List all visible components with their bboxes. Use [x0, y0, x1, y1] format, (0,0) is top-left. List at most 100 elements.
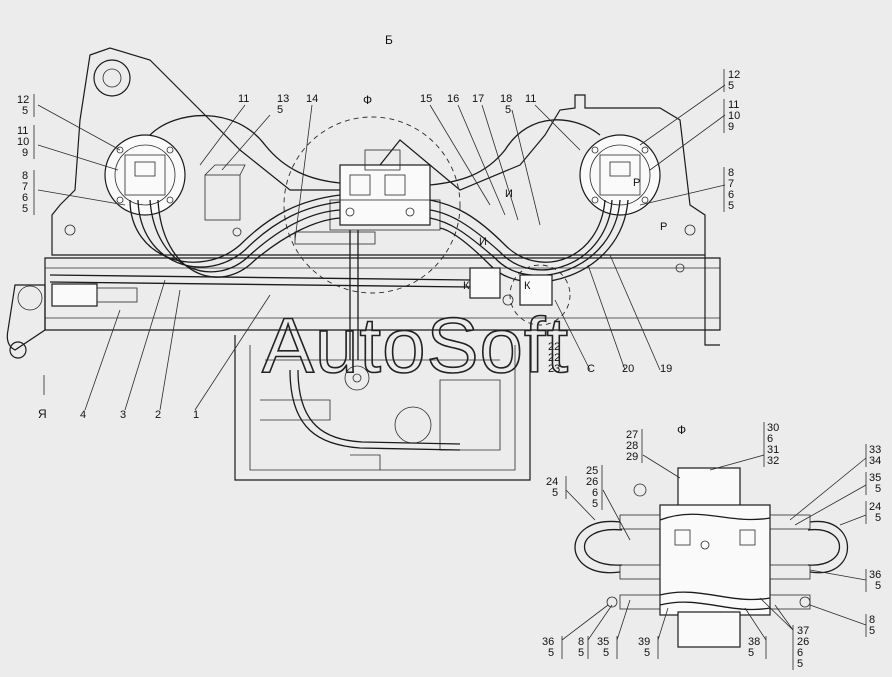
detail-38: 38: [748, 636, 760, 648]
right-hydraulic-motor: [579, 134, 661, 216]
callout-20: 20: [622, 363, 634, 375]
left-stack-c-0: 8: [22, 170, 28, 182]
callout-5b: 5: [505, 104, 511, 116]
detail-5f: 5: [869, 625, 875, 637]
detail-31: 31: [767, 444, 779, 456]
hose-lines: [49, 114, 629, 451]
detail-26: 26: [586, 476, 598, 488]
left-stack-a-0: 12: [17, 94, 29, 106]
callout-4: 4: [80, 409, 86, 421]
callout-5a: 5: [277, 104, 283, 116]
detail-6a: 6: [767, 433, 773, 445]
left-stack-a-1: 5: [22, 105, 28, 117]
right-stack-a-0: 12: [728, 69, 740, 81]
detail-5g: 5: [548, 647, 554, 659]
central-valve-block: [294, 149, 441, 245]
detail-26b: 26: [797, 636, 809, 648]
detail-6c: 6: [797, 647, 803, 659]
detail-5c: 5: [875, 483, 881, 495]
section-mark-f-top: Ф: [363, 93, 372, 107]
valve-letter-p2: Р: [660, 221, 667, 233]
detail-24b: 24: [869, 501, 881, 513]
right-stack-c-2: 6: [728, 189, 734, 201]
detail-37: 37: [797, 625, 809, 637]
right-motor-callouts: 12 5 11 10 9 8 7 6 5: [723, 69, 740, 212]
callout-1: 1: [193, 409, 199, 421]
detail-29: 29: [626, 451, 638, 463]
callout-15: 15: [420, 93, 432, 105]
left-hydraulic-motor: [104, 134, 246, 221]
valve-letter-k2: К: [524, 280, 531, 292]
detail-36b: 36: [542, 636, 554, 648]
detail-34: 34: [869, 455, 881, 467]
section-mark-f-detail: Ф: [677, 423, 686, 437]
right-stack-b-0: 11: [728, 99, 739, 111]
main-callouts: 1 2 3 4 11 13 5 14 15 16 17 18 5 11 19 2…: [80, 93, 672, 421]
detail-5k: 5: [748, 647, 754, 659]
detail-f-view: [574, 467, 848, 648]
callout-23: 23: [548, 363, 560, 375]
right-stack-c-1: 7: [728, 178, 734, 190]
detail-28: 28: [626, 440, 638, 452]
left-stack-c-3: 5: [22, 203, 28, 215]
right-stack-a-1: 5: [728, 80, 734, 92]
detail-5d: 5: [875, 512, 881, 524]
detail-5l: 5: [797, 658, 803, 670]
right-stack-c-3: 5: [728, 200, 734, 212]
detail-33: 33: [869, 444, 881, 456]
leader-lines: [37, 84, 726, 411]
left-stack-b-1: 10: [17, 136, 29, 148]
detail-5h: 5: [578, 647, 584, 659]
detail-36a: 36: [869, 569, 881, 581]
detail-24a: 24: [546, 476, 558, 488]
section-mark-b: Б: [385, 33, 393, 47]
main-frame: [6, 47, 721, 481]
detail-8a: 8: [869, 614, 875, 626]
k-valves: [469, 267, 553, 306]
detail-32: 32: [767, 455, 779, 467]
left-stack-c-2: 6: [22, 192, 28, 204]
detail-8b: 8: [578, 636, 584, 648]
callout-18: 18: [500, 93, 512, 105]
callout-22b: 22: [548, 352, 560, 364]
callout-13: 13: [277, 93, 289, 105]
detail-25: 25: [586, 465, 598, 477]
detail-callouts: 27 28 29 30 6 31 32 25 26 6 5 24 5 33 34…: [542, 422, 881, 670]
callout-2: 2: [155, 409, 161, 421]
detail-5e: 5: [875, 580, 881, 592]
valve-letter-k1: К: [463, 280, 470, 292]
left-motor-callouts: 12 5 11 10 9 8 7 6 5: [17, 94, 35, 215]
right-stack-c-0: 8: [728, 167, 734, 179]
callout-22a: 22: [548, 341, 560, 353]
detail-6b: 6: [592, 487, 598, 499]
callout-11a: 11: [238, 93, 249, 105]
callout-14: 14: [306, 93, 318, 105]
detail-5j: 5: [644, 647, 650, 659]
callout-16: 16: [447, 93, 459, 105]
autosoft-watermark: AutoSoft: [262, 301, 569, 389]
callout-17: 17: [472, 93, 484, 105]
callout-19: 19: [660, 363, 672, 375]
left-stack-c-1: 7: [22, 181, 28, 193]
hydraulic-cylinder-4: [17, 283, 138, 311]
valve-letter-p1: Р: [633, 177, 640, 189]
detail-35b: 35: [597, 636, 609, 648]
right-stack-b-1: 10: [728, 110, 740, 122]
detail-5a: 5: [592, 498, 598, 510]
detail-circle-f: [283, 116, 461, 294]
left-stack-b-2: 9: [22, 147, 28, 159]
right-stack-b-2: 9: [728, 121, 734, 133]
section-mark-i-left: И: [505, 188, 513, 200]
left-stack-b-0: 11: [17, 125, 28, 137]
detail-5b: 5: [552, 487, 558, 499]
detail-5i: 5: [603, 647, 609, 659]
detail-35a: 35: [869, 472, 881, 484]
callout-3: 3: [120, 409, 126, 421]
detail-39: 39: [638, 636, 650, 648]
section-mark-ya: Я: [38, 407, 47, 421]
section-mark-i-right: И: [479, 236, 487, 248]
valve-letter-c: С: [587, 363, 595, 375]
detail-30: 30: [767, 422, 779, 434]
